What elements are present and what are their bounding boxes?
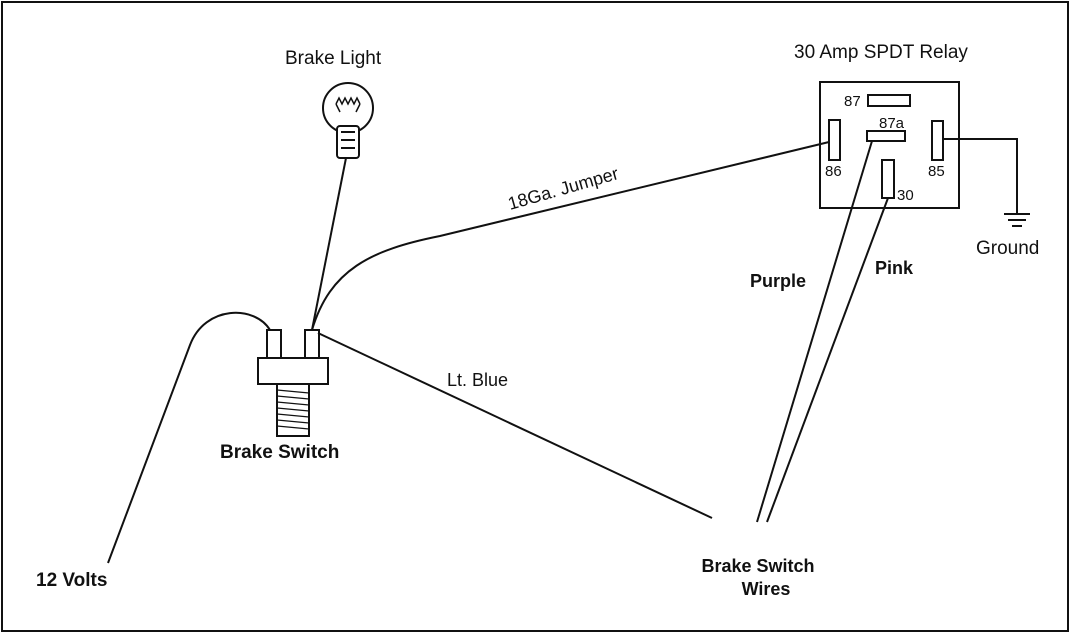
brake-switch-icon bbox=[257, 329, 329, 437]
relay-pin-label-86: 86 bbox=[825, 163, 842, 180]
relay-pin-label-87: 87 bbox=[844, 93, 861, 110]
wire-brake-light bbox=[311, 157, 347, 331]
relay-body bbox=[819, 81, 960, 209]
label-ground: Ground bbox=[976, 238, 1039, 259]
label-pink: Pink bbox=[875, 258, 914, 278]
wires bbox=[107, 138, 1018, 564]
wire-lt-blue bbox=[317, 332, 713, 519]
wire-18ga-jumper bbox=[311, 141, 830, 331]
wire-pink bbox=[766, 197, 889, 523]
relay-pin-label-87a: 87a bbox=[879, 115, 905, 132]
label-brake-switch-wires-line2: Wires bbox=[742, 579, 791, 599]
label-lt-blue: Lt. Blue bbox=[447, 370, 508, 390]
label-relay-title: 30 Amp SPDT Relay bbox=[794, 42, 968, 63]
wire-purple bbox=[756, 140, 873, 523]
ground-symbol-icon bbox=[1004, 213, 1030, 227]
relay-pin-85 bbox=[931, 120, 944, 161]
relay-pin-86 bbox=[828, 119, 841, 161]
wire-ground bbox=[943, 138, 1018, 214]
relay-pin-87 bbox=[867, 94, 911, 107]
label-12-volts: 12 Volts bbox=[36, 570, 107, 591]
wire-12-volts bbox=[107, 311, 271, 564]
relay-pin-87a bbox=[866, 130, 906, 142]
brake-light-bulb-icon bbox=[322, 82, 374, 159]
relay-pin-label-30: 30 bbox=[897, 187, 914, 204]
label-brake-switch: Brake Switch bbox=[220, 442, 339, 463]
label-purple: Purple bbox=[750, 271, 806, 291]
label-brake-switch-wires-line1: Brake Switch bbox=[701, 556, 814, 576]
label-brake-light: Brake Light bbox=[285, 48, 382, 69]
relay-pin-30 bbox=[881, 159, 895, 199]
relay-pin-label-85: 85 bbox=[928, 163, 945, 180]
